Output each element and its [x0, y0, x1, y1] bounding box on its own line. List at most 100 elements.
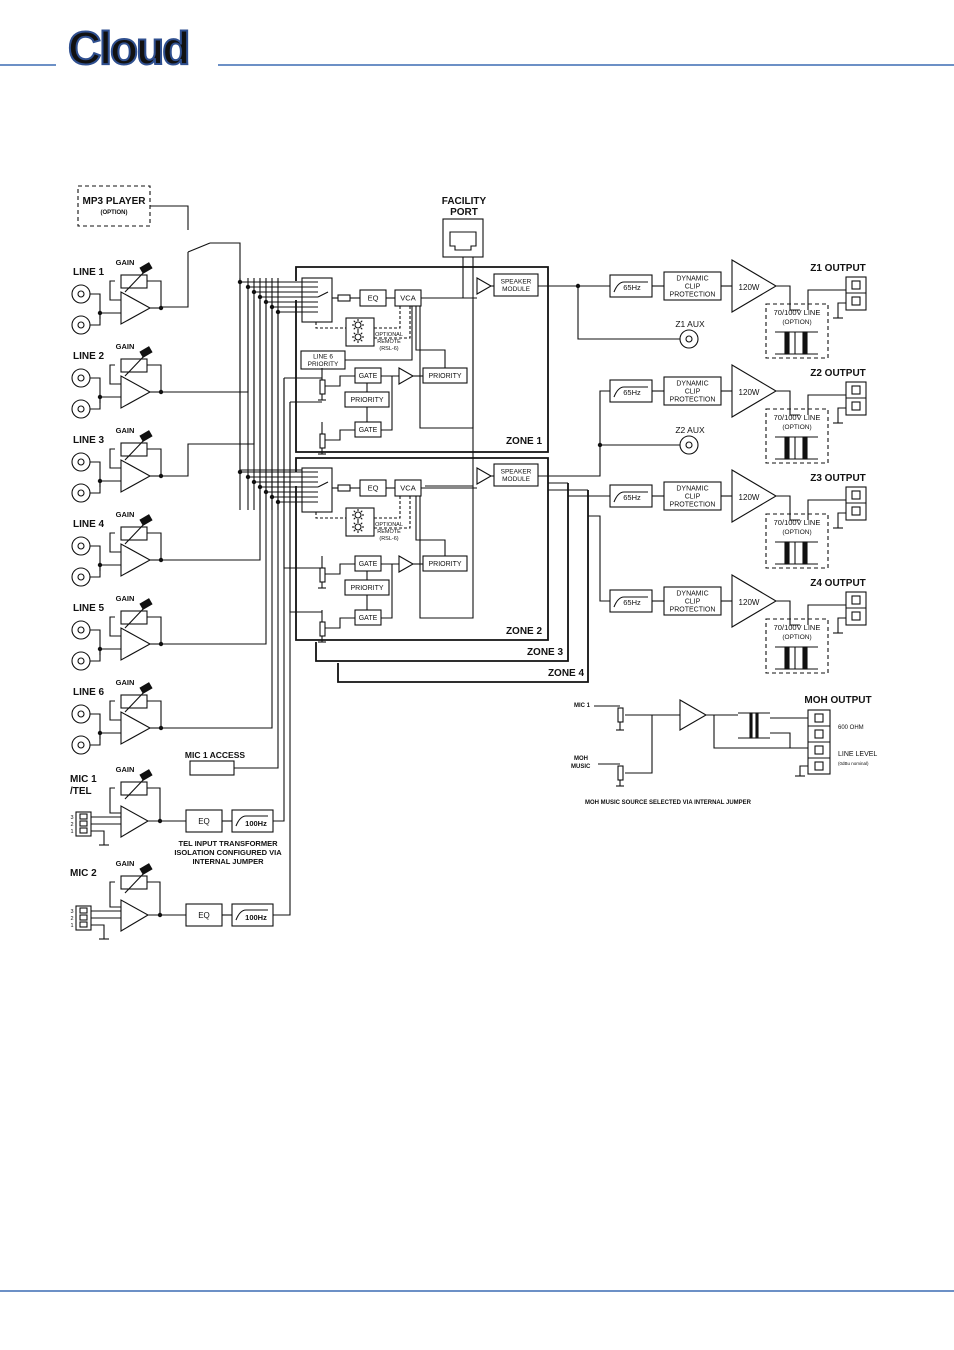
rca-jack-icon: [77, 458, 85, 466]
terminal-pin: [851, 611, 861, 621]
wire: [90, 293, 101, 319]
level-pot: [319, 433, 326, 449]
mic1-eq-block-text-0: EQ: [198, 817, 210, 826]
wire: [807, 394, 846, 415]
wire: [109, 364, 121, 385]
zone1-remote-label-1: REMOTE: [377, 339, 401, 345]
z2-hpf-label: 65Hz: [623, 388, 641, 397]
wire: [147, 881, 161, 915]
gain-knob-icon: [139, 769, 153, 781]
led-icon: [360, 522, 363, 525]
wire: [776, 495, 800, 521]
mic1-xlr-connector: [75, 811, 92, 837]
line3-preamp: [120, 459, 152, 493]
mic2-hpf-label: 100Hz: [245, 913, 267, 922]
z2-power-amp: [731, 364, 778, 418]
rca-jack-icon: [77, 489, 85, 497]
z3-power-amp: [731, 469, 778, 523]
zone2-remote-panel: [345, 507, 375, 537]
wire: [91, 924, 105, 933]
zone2-priority-1-text-0: PRIORITY: [350, 585, 383, 592]
wire: [776, 600, 800, 626]
tel-note-1: TEL INPUT TRANSFORMER: [178, 839, 278, 848]
mic1-pin: [79, 820, 88, 827]
mic2-zone-wire: [289, 402, 322, 613]
z1-power-amp: [731, 259, 778, 313]
z3-amp-label: 120W: [739, 493, 760, 502]
line1-label: LINE 1: [73, 267, 105, 278]
facility-port-title: FACILITY: [442, 196, 487, 207]
wire: [90, 732, 121, 746]
zone1-remote-panel: [345, 317, 375, 347]
brand-logo: Cloud: [68, 22, 188, 74]
terminal-pin: [851, 595, 861, 605]
wire: [147, 448, 162, 476]
line5-label: LINE 5: [73, 603, 105, 614]
led-icon: [353, 522, 356, 525]
line6-priority-block-text-1: PRIORITY: [308, 361, 339, 368]
mic1-preamp: [120, 805, 150, 838]
mic2-pin: [79, 914, 88, 921]
transformer-core: [784, 541, 790, 565]
wire: [147, 532, 162, 560]
rca-jack-icon: [77, 626, 85, 634]
rca-jack-icon: [77, 321, 85, 329]
led-icon: [360, 529, 363, 532]
rca-jack-icon: [71, 284, 91, 304]
z4-output-label: Z4 OUTPUT: [810, 578, 866, 589]
rca-jack-icon: [77, 710, 85, 718]
zone1-remote-label-0: OPTIONAL: [375, 332, 403, 338]
line6-preamp: [120, 711, 152, 745]
gain-knob-icon: [139, 682, 153, 694]
mic2-pin-label-0: 3: [70, 909, 73, 915]
z3-clip-protection-text-2: PROTECTION: [670, 502, 716, 509]
wire: [147, 787, 161, 821]
led-icon: [360, 327, 363, 330]
zone3-frame: [315, 483, 569, 662]
wire: [147, 364, 162, 392]
line3-label: LINE 3: [73, 435, 105, 446]
z1-hpf-label: 65Hz: [623, 283, 641, 292]
facility-port-connector[interactable]: [442, 218, 484, 258]
gain-resistor: [120, 274, 148, 289]
zone3-label: ZONE 3: [527, 647, 564, 658]
wire: [91, 830, 105, 839]
z2-aux-jack: [685, 441, 693, 449]
transformer-core: [802, 436, 808, 460]
zone4-label: ZONE 4: [548, 668, 585, 679]
transformer-core: [802, 541, 808, 565]
z1-clip-protection-text-1: CLIP: [685, 284, 701, 291]
z3-line-transformer-option: [765, 513, 829, 569]
mic1-pin: [79, 813, 88, 820]
gain-resistor: [120, 694, 148, 709]
z1-aux-jack: [685, 335, 693, 343]
wire: [419, 300, 474, 429]
z2-amp-label: 120W: [739, 388, 760, 397]
zone1-priority-1-text-0: PRIORITY: [350, 397, 383, 404]
gain-adjust-arrow: [124, 871, 146, 894]
mic1-title: MIC 1: [70, 774, 97, 785]
gain-adjust-arrow: [124, 354, 146, 377]
mic2-eq-block-text-0: EQ: [198, 911, 210, 920]
zone1-vca-block-text-0: VCA: [400, 294, 415, 303]
led-icon: [353, 510, 356, 513]
zone1-eq-block-text-0: EQ: [368, 294, 379, 303]
wire: [325, 375, 355, 387]
line4-gain-label: GAIN: [116, 510, 135, 519]
zone2-mic-buffer: [398, 555, 415, 573]
mic1-gain-label: GAIN: [116, 765, 135, 774]
rca-jack-icon: [71, 704, 91, 724]
z1-aux-label: Z1 AUX: [675, 319, 705, 329]
line4-bus-wire: [161, 300, 261, 561]
led-icon: [353, 332, 356, 335]
zone1-speaker-module-text-0: SPEAKER: [501, 279, 532, 286]
junction-dot: [97, 730, 103, 736]
z1-output-label: Z1 OUTPUT: [810, 263, 866, 274]
z1-clip-protection-text-0: DYNAMIC: [676, 276, 708, 283]
gain-resistor: [120, 526, 148, 541]
